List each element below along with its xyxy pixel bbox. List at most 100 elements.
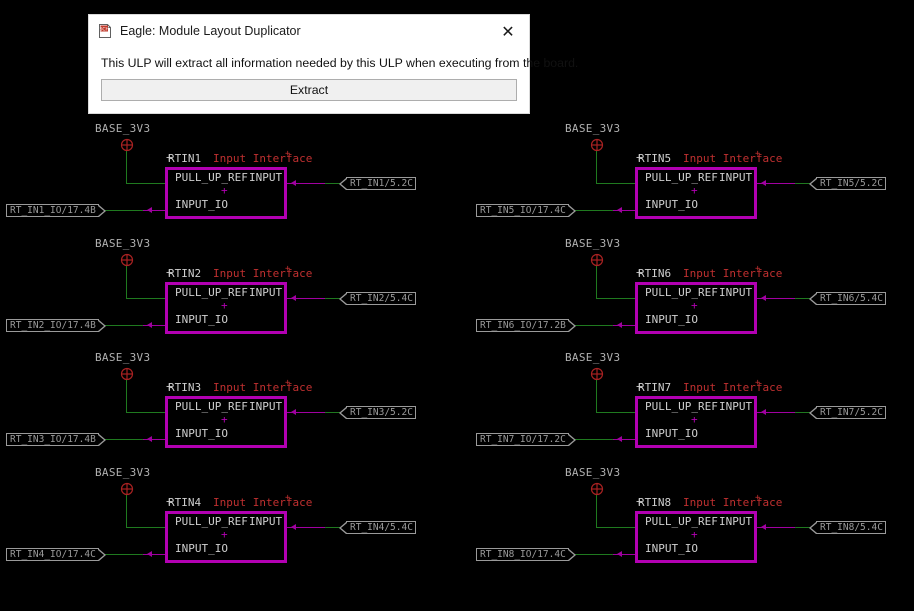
supply-symbol-icon: [590, 252, 604, 267]
extract-button[interactable]: Extract: [101, 79, 517, 101]
pull-up-ref-wire: [596, 298, 635, 299]
net-flag-left[interactable]: RT_IN6_IO/17.2B: [476, 319, 576, 332]
input-io-net-wire-green: [90, 210, 143, 211]
device-origin-icon: +: [636, 151, 643, 164]
supply-net-label: BASE_3V3: [95, 351, 151, 364]
net-flag-right-label: RT_IN6/5.4C: [816, 292, 886, 305]
pull-up-ref-wire: [126, 527, 165, 528]
device-frame[interactable]: [165, 396, 287, 448]
input-io-net-wire: [613, 210, 635, 211]
input-net-arrow-icon: [291, 295, 296, 301]
device-frame[interactable]: [165, 282, 287, 334]
pin-input-io-label: INPUT_IO: [175, 198, 228, 211]
net-flag-left[interactable]: RT_IN8_IO/17.4C: [476, 548, 576, 561]
net-flag-right-tip-icon: [809, 521, 817, 534]
close-icon[interactable]: ✕: [501, 21, 515, 41]
device-name: RTIN1: [168, 152, 202, 165]
net-flag-right-tip-icon: [339, 177, 347, 190]
device-center-plus-icon: +: [221, 528, 228, 541]
pin-input-io-label: INPUT_IO: [645, 198, 698, 211]
net-flag-left[interactable]: RT_IN7_IO/17.2C: [476, 433, 576, 446]
supply-net-label: BASE_3V3: [95, 466, 151, 479]
supply-wire-vertical: [596, 266, 597, 299]
device-name: RTIN3: [168, 381, 202, 394]
device-description: Input Interface: [213, 381, 313, 394]
net-flag-right[interactable]: RT_IN3/5.2C: [339, 406, 416, 419]
input-net-wire-green: [795, 412, 815, 413]
input-io-net-wire-green: [560, 439, 613, 440]
net-flag-right[interactable]: RT_IN7/5.2C: [809, 406, 886, 419]
net-flag-left[interactable]: RT_IN1_IO/17.4B: [6, 204, 106, 217]
input-io-net-arrow-icon: [617, 207, 622, 213]
device-name: RTIN8: [638, 496, 672, 509]
net-flag-right-label: RT_IN3/5.2C: [346, 406, 416, 419]
device-name: RTIN4: [168, 496, 202, 509]
net-flag-left[interactable]: RT_IN3_IO/17.4B: [6, 433, 106, 446]
input-net-wire: [287, 412, 325, 413]
pin-input-io-label: INPUT_IO: [175, 542, 228, 555]
pull-up-ref-wire: [596, 412, 635, 413]
net-flag-left[interactable]: RT_IN2_IO/17.4B: [6, 319, 106, 332]
net-flag-left[interactable]: RT_IN5_IO/17.4C: [476, 204, 576, 217]
device-description-plus-icon: +: [755, 493, 761, 503]
device-frame[interactable]: [635, 282, 757, 334]
supply-symbol-icon: [120, 481, 134, 496]
net-flag-left-tip-icon: [97, 548, 106, 561]
net-flag-right-label: RT_IN5/5.2C: [816, 177, 886, 190]
device-frame[interactable]: [635, 167, 757, 219]
pin-pull-up-ref-label: PULL_UP_REF: [175, 515, 248, 528]
pin-pull-up-ref-label: PULL_UP_REF: [645, 286, 718, 299]
pull-up-ref-wire: [126, 298, 165, 299]
device-origin-icon: +: [636, 495, 643, 508]
pin-input-label: INPUT: [249, 515, 283, 528]
pin-input-io-label: INPUT_IO: [645, 542, 698, 555]
net-flag-right-label: RT_IN8/5.4C: [816, 521, 886, 534]
input-io-net-wire: [143, 554, 165, 555]
net-flag-right[interactable]: RT_IN1/5.2C: [339, 177, 416, 190]
net-flag-right[interactable]: RT_IN4/5.4C: [339, 521, 416, 534]
input-io-net-wire: [613, 325, 635, 326]
dialog-titlebar[interactable]: SCH Eagle: Module Layout Duplicator ✕: [89, 15, 529, 48]
net-flag-left-label: RT_IN6_IO/17.2B: [476, 319, 569, 332]
input-io-net-arrow-icon: [147, 436, 152, 442]
device-origin-icon: +: [636, 266, 643, 279]
dialog-body: This ULP will extract all information ne…: [89, 48, 578, 113]
pin-input-io-label: INPUT_IO: [175, 427, 228, 440]
net-flag-right-tip-icon: [809, 177, 817, 190]
input-net-wire-green: [795, 183, 815, 184]
pin-input-label: INPUT: [249, 286, 283, 299]
input-io-net-wire-green: [90, 439, 143, 440]
net-flag-right[interactable]: RT_IN5/5.2C: [809, 177, 886, 190]
device-frame[interactable]: [165, 167, 287, 219]
net-flag-right[interactable]: RT_IN2/5.4C: [339, 292, 416, 305]
net-flag-left-tip-icon: [567, 548, 576, 561]
supply-symbol-icon: [590, 366, 604, 381]
input-io-net-wire: [143, 325, 165, 326]
device-description: Input Interface: [683, 267, 783, 280]
device-frame[interactable]: [635, 396, 757, 448]
device-frame[interactable]: [635, 511, 757, 563]
net-flag-right[interactable]: RT_IN8/5.4C: [809, 521, 886, 534]
supply-wire-vertical: [596, 151, 597, 184]
input-io-net-arrow-icon: [617, 436, 622, 442]
net-flag-left[interactable]: RT_IN4_IO/17.4C: [6, 548, 106, 561]
device-frame[interactable]: [165, 511, 287, 563]
input-net-wire: [757, 298, 795, 299]
supply-net-label: BASE_3V3: [565, 237, 621, 250]
net-flag-right[interactable]: RT_IN6/5.4C: [809, 292, 886, 305]
device-description: Input Interface: [213, 152, 313, 165]
input-net-arrow-icon: [761, 180, 766, 186]
pull-up-ref-wire: [126, 412, 165, 413]
input-net-arrow-icon: [761, 409, 766, 415]
pin-pull-up-ref-label: PULL_UP_REF: [645, 171, 718, 184]
net-flag-left-label: RT_IN4_IO/17.4C: [6, 548, 99, 561]
input-net-wire: [287, 298, 325, 299]
